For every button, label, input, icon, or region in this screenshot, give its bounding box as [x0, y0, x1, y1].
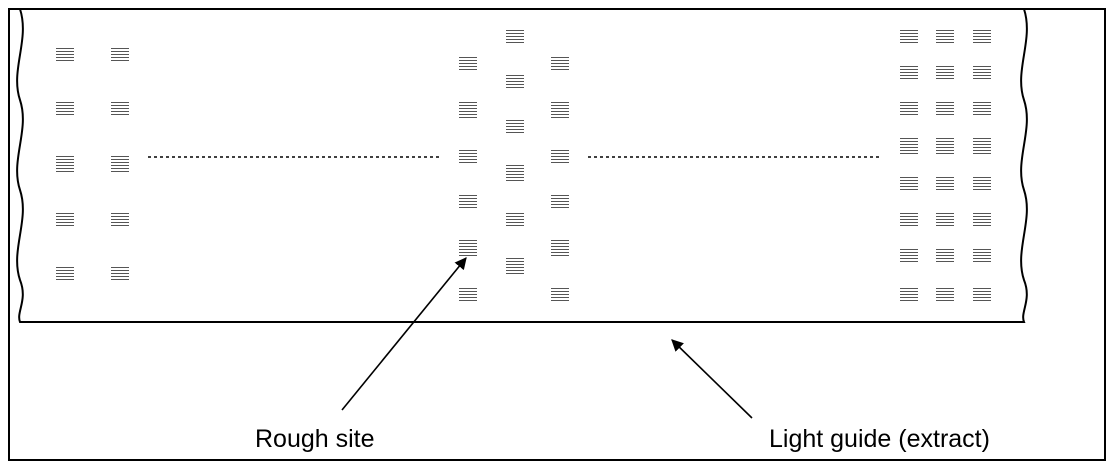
- rough-site: [936, 65, 954, 81]
- light-guide-label: Light guide (extract): [769, 425, 990, 453]
- rough-site: [900, 28, 918, 44]
- light-guide-arrow: [671, 339, 753, 419]
- rough-site: [56, 266, 74, 282]
- rough-site: [506, 73, 524, 89]
- rough-site: [551, 56, 569, 72]
- rough-site: [936, 211, 954, 227]
- rough-site: [111, 266, 129, 282]
- rough-site: [506, 28, 524, 44]
- rough-site: [111, 101, 129, 117]
- rough-site-arrow: [341, 257, 467, 411]
- rough-site: [900, 211, 918, 227]
- rough-site: [900, 138, 918, 154]
- rough-site: [973, 175, 991, 191]
- rough-site: [506, 165, 524, 181]
- rough-sites: [56, 28, 991, 302]
- rough-site: [936, 286, 954, 302]
- rough-site-label: Rough site: [255, 425, 375, 453]
- rough-site: [973, 138, 991, 154]
- rough-site: [56, 101, 74, 117]
- rough-site: [111, 46, 129, 62]
- rough-site: [900, 65, 918, 81]
- rough-site: [459, 240, 477, 256]
- rough-site: [459, 286, 477, 302]
- rough-site: [936, 28, 954, 44]
- rough-site: [973, 286, 991, 302]
- rough-site: [936, 248, 954, 264]
- rough-site: [459, 148, 477, 164]
- rough-site: [111, 156, 129, 172]
- rough-site: [459, 194, 477, 210]
- rough-site: [506, 258, 524, 274]
- rough-site: [459, 102, 477, 118]
- rough-site: [936, 175, 954, 191]
- rough-site: [459, 56, 477, 72]
- rough-site: [506, 119, 524, 135]
- rough-site: [900, 101, 918, 117]
- rough-site: [900, 286, 918, 302]
- rough-site: [551, 102, 569, 118]
- rough-site: [973, 65, 991, 81]
- rough-site: [900, 175, 918, 191]
- rough-site: [56, 46, 74, 62]
- rough-site: [56, 211, 74, 227]
- rough-site: [551, 286, 569, 302]
- rough-site: [900, 248, 918, 264]
- rough-site: [973, 28, 991, 44]
- rough-site: [973, 211, 991, 227]
- rough-site: [551, 148, 569, 164]
- rough-site: [56, 156, 74, 172]
- rough-site: [506, 211, 524, 227]
- rough-site: [973, 248, 991, 264]
- rough-site: [551, 194, 569, 210]
- rough-site: [936, 138, 954, 154]
- rough-site: [936, 101, 954, 117]
- rough-site: [973, 101, 991, 117]
- rough-site: [551, 240, 569, 256]
- rough-site: [111, 211, 129, 227]
